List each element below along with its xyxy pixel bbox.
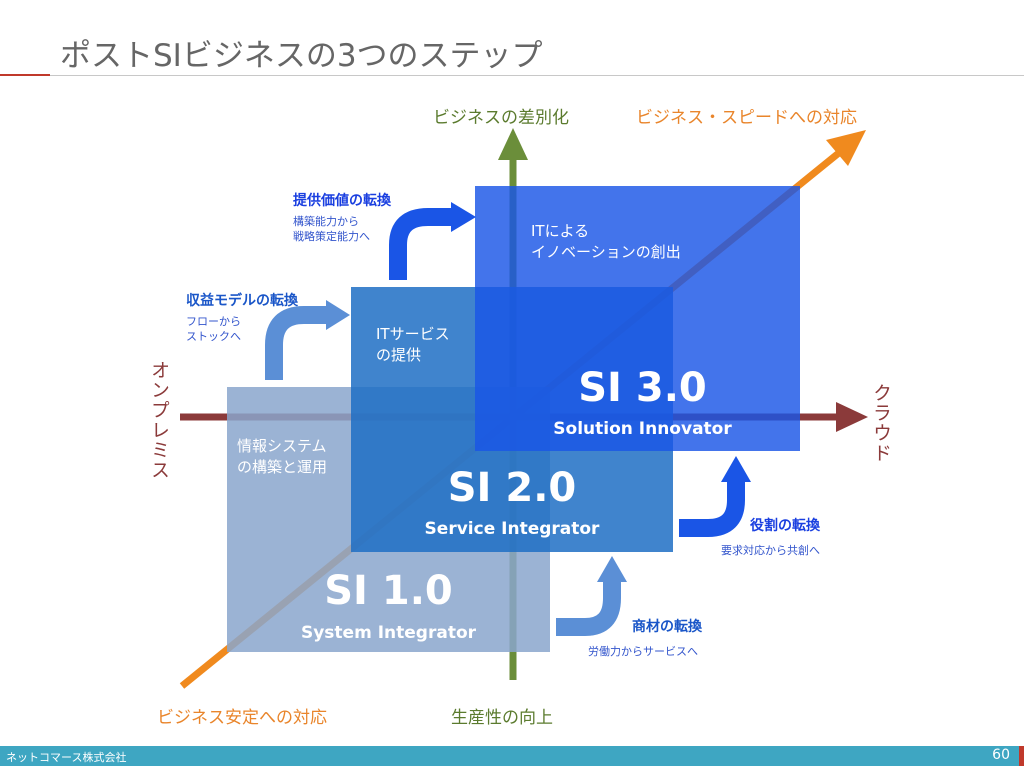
si1-subtitle: System Integrator: [300, 623, 477, 643]
axis-label-productivity: 生産性の向上: [451, 708, 553, 728]
axis-label-speed: ビジネス・スピードへの対応: [636, 108, 857, 128]
title-accent-line: [0, 74, 50, 76]
value-transition-label: 提供価値の転換 構築能力から 戦略策定能力へ: [293, 193, 391, 243]
revenue-transition-label: 収益モデルの転換 フローから ストックへ: [186, 293, 298, 343]
product-transition-label: 商材の転換 労働力からサービスへ: [588, 619, 702, 658]
si3-description: ITによる イノベーションの創出: [531, 222, 681, 261]
footer-bar: ネットコマース株式会社 60: [0, 746, 1024, 766]
footer-accent: [1019, 746, 1024, 766]
company-name: ネットコマース株式会社: [6, 751, 127, 764]
value-transition-arrow: [389, 202, 476, 280]
si2-description: ITサービス の提供: [376, 325, 450, 364]
product-transition-arrow: [556, 556, 627, 636]
si2-subtitle: Service Integrator: [424, 519, 600, 539]
si2-title: SI 2.0: [447, 465, 577, 511]
page-number: 60: [992, 747, 1010, 763]
si3-box: [475, 186, 800, 451]
role-transition-label: 役割の転換 要求対応から共創へ: [721, 518, 820, 557]
role-transition-arrow: [679, 456, 751, 537]
si3-subtitle: Solution Innovator: [553, 419, 732, 439]
si1-title: SI 1.0: [324, 568, 453, 614]
axis-label-cloud: クラウド: [870, 383, 892, 463]
title-divider: [50, 75, 1024, 76]
si1-description: 情報システム の構築と運用: [237, 437, 328, 476]
axis-label-differentiation: ビジネスの差別化: [433, 108, 569, 128]
axis-label-onpremise: オンプレミス: [148, 360, 170, 480]
si3-title: SI 3.0: [578, 365, 707, 411]
page-title: ポストSIビジネスの3つのステップ: [60, 38, 543, 74]
revenue-transition-arrow: [265, 300, 350, 380]
axis-label-stability: ビジネス安定への対応: [157, 708, 327, 728]
